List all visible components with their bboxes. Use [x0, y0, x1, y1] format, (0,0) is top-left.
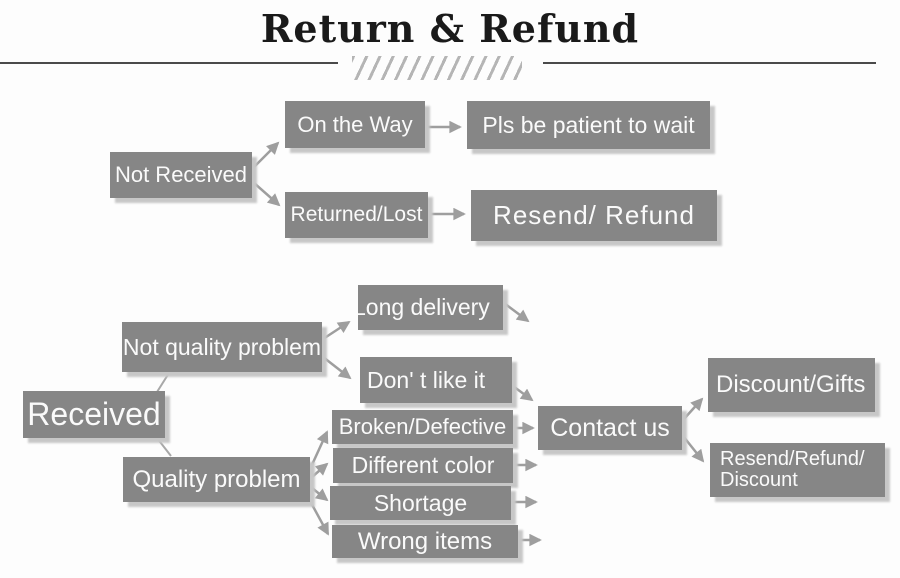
node-not-quality-problem: Not quality problem — [122, 322, 322, 372]
edge-qp-shortage — [311, 487, 329, 502]
node-quality-problem: Quality problem — [123, 457, 310, 502]
node-on-the-way: On the Way — [285, 101, 425, 148]
page-title: Return & Refund — [260, 6, 640, 51]
edge-long-delivery-out — [503, 302, 530, 323]
edge-contact-us-discount-gifts — [682, 397, 704, 421]
node-discount-gifts: Discount/Gifts — [708, 358, 875, 412]
node-broken-defective: Broken/Defective — [332, 410, 513, 444]
node-long-delivery-label: Long delivery — [358, 294, 490, 321]
node-resend-refund-discount: Resend/Refund/ Discount — [710, 443, 885, 497]
edge-nqp-dont-like-it — [322, 356, 352, 380]
diagonal-hatch-decoration — [352, 56, 522, 80]
edge-nqp-long-delivery — [322, 320, 351, 341]
edge-received-not-quality-problem — [156, 372, 170, 393]
edge-contact-us-resend-refund-discount — [682, 435, 705, 463]
edge-received-quality-problem — [156, 437, 172, 457]
node-dont-like-it: Don' t like it — [360, 357, 512, 403]
edge-not-received-returned-lost — [253, 182, 281, 207]
title-divider-right — [543, 62, 876, 64]
node-different-color: Different color — [333, 448, 513, 483]
node-not-received: Not Received — [110, 152, 252, 198]
node-returned-lost: Returned/Lost — [285, 192, 428, 238]
node-wrong-items: Wrong items — [332, 525, 518, 558]
title-divider-left — [0, 62, 338, 64]
edge-qp-wrong-items — [307, 498, 330, 536]
edge-not-received-on-the-way — [253, 141, 280, 168]
node-contact-us: Contact us — [538, 406, 682, 450]
node-long-delivery: Long delivery — [358, 285, 503, 330]
node-shortage: Shortage — [330, 486, 511, 520]
edge-qp-broken-defective — [309, 430, 329, 468]
node-resend-refund-discount-label: Resend/Refund/ Discount — [720, 448, 865, 491]
node-resend-refund: Resend/ Refund — [471, 190, 717, 241]
node-pls-be-patient: Pls be patient to wait — [467, 101, 710, 149]
edge-qp-different-color — [311, 462, 329, 478]
node-received: Received — [23, 391, 165, 438]
